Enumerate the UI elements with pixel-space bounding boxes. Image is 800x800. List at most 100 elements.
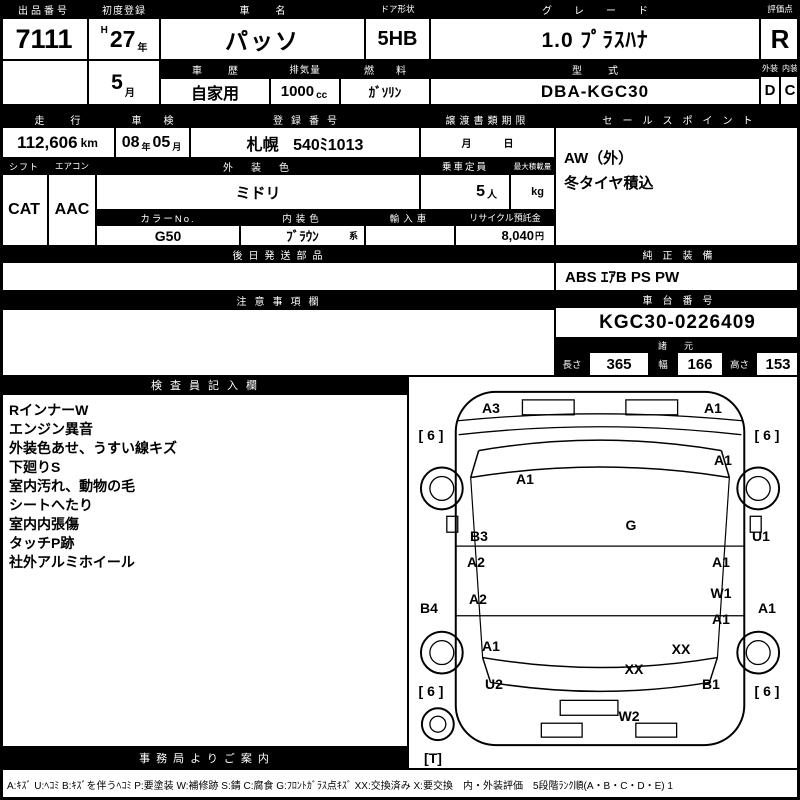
capacity-unit: 人 — [487, 190, 497, 201]
damage-code-label: XX — [624, 661, 644, 677]
inspector-note: エンジン異音 — [9, 421, 93, 437]
model-code-label: 型 式 — [430, 60, 760, 78]
exterior-color: ミドリ — [96, 174, 420, 210]
inspection-date: 08 年 05 月 — [115, 127, 190, 158]
model-code: DBA-KGC30 — [430, 78, 760, 105]
first-registration-year: H 27 年 — [88, 18, 160, 60]
car-diagram-svg — [419, 390, 781, 747]
interior-score: C — [780, 76, 800, 105]
inspector-note: タッチP跡 — [9, 535, 75, 551]
headlight-left-shape — [521, 399, 575, 416]
front-bumper-line — [457, 413, 743, 422]
first-registration-month: 5 月 — [88, 60, 160, 105]
caution-notes-value — [0, 309, 555, 376]
first-registration-month-value: 5 — [111, 70, 123, 94]
damage-code-label: A1 — [714, 452, 732, 468]
headlight-right-shape — [625, 399, 679, 416]
grade: 1.0 ﾌﾟﾗｽﾊﾅ — [430, 18, 760, 60]
damage-code-label: [ 6 ] — [418, 683, 444, 699]
wheel-rear-right-shape — [736, 630, 781, 675]
inspector-note: 室内内張傷 — [9, 516, 79, 532]
aircon: AAC — [48, 174, 96, 246]
sales-point-line: 冬タイヤ積込 — [564, 175, 654, 192]
damage-code-label: [ 6 ] — [754, 427, 780, 443]
c-pillar-left — [481, 657, 492, 683]
c-pillar-right — [708, 657, 719, 683]
damage-code-label: A2 — [467, 554, 485, 570]
interior-color: ﾌﾞﾗｳﾝ 系 — [240, 225, 365, 246]
dimensions-label: 諸 元 — [555, 338, 800, 352]
import-car-value — [365, 225, 455, 246]
rear-window-bottom-line — [490, 681, 710, 693]
recycle-deposit: 8,040 円 — [455, 225, 555, 246]
height-label: 高さ — [723, 352, 756, 376]
capacity-value: 5 — [476, 183, 485, 200]
capacity: 5 人 — [420, 174, 510, 210]
inspector-note: シートへたり — [9, 497, 93, 513]
inspector-note: 下廻りS — [9, 459, 61, 475]
interior-color-value: ﾌﾞﾗｳﾝ — [286, 229, 319, 244]
hood-line — [458, 426, 742, 436]
transfer-day-unit: 日 — [503, 139, 514, 150]
damage-code-label: A1 — [712, 611, 730, 627]
office-info-label: 事務局よりご案内 — [0, 747, 408, 769]
legend-text: A:ｷｽﾞ U:ﾍｺﾐ B:ｷｽﾞを伴うﾍｺﾐ P:要塗装 W:補修跡 S:錆 … — [0, 769, 800, 800]
spare-tire-inner — [429, 715, 447, 733]
interior-score-label: 内装 — [780, 60, 800, 76]
history-label: 車 歴 — [160, 60, 270, 78]
wheel-rear-left-shape — [419, 630, 464, 675]
damage-code-label: B4 — [420, 600, 438, 616]
inspection-month: 05 — [152, 133, 171, 151]
length-value: 365 — [589, 352, 649, 376]
a-pillar-right — [720, 450, 731, 478]
color-number-label: カラーNo. — [96, 210, 240, 225]
chassis-number-label: 車台番号 — [555, 291, 800, 307]
taillight-left-shape — [540, 722, 583, 738]
later-shipping-parts-value — [0, 262, 555, 291]
capacity-label: 乗車定員 — [420, 158, 510, 174]
inspection-year-unit: 年 — [141, 142, 151, 152]
windshield-top-line — [478, 439, 722, 452]
first-registration-year-value: 27 — [109, 25, 136, 52]
wheel-front-right-inner — [745, 475, 771, 502]
mirror-right-shape — [749, 515, 762, 533]
displacement-value: 1000 — [280, 83, 315, 100]
cabin-side-left — [470, 477, 484, 658]
inspector-note: 室内汚れ、動物の毛 — [9, 478, 136, 494]
first-registration-label: 初度登録 — [88, 0, 160, 18]
damage-code-label: [T] — [424, 750, 442, 766]
fuel-label: 燃 料 — [340, 60, 430, 78]
height-value: 153 — [756, 352, 800, 376]
shift: CAT — [0, 174, 48, 246]
exterior-score: D — [760, 76, 780, 105]
wheel-rear-right-inner — [745, 640, 771, 666]
recycle-amount: 8,040 — [501, 228, 534, 243]
fuel: ｶﾞｿﾘﾝ — [340, 78, 430, 105]
a-pillar-left — [469, 450, 480, 478]
inspector-notes-label: 検査員記入欄 — [0, 376, 408, 394]
cabin-side-right — [716, 477, 730, 658]
mileage-unit: km — [80, 135, 98, 150]
inspection-label: 車 検 — [115, 111, 190, 127]
history: 自家用 — [160, 78, 270, 105]
sales-point-label: セールスポイント — [555, 111, 800, 127]
shift-label: シフト — [0, 158, 48, 174]
displacement-unit: cc — [316, 90, 328, 101]
import-car-label: 輸入車 — [365, 210, 455, 225]
exterior-color-label: 外 装 色 — [96, 158, 420, 174]
overall-score: R — [760, 18, 800, 60]
damage-code-label: A1 — [516, 471, 534, 487]
damage-code-label: A1 — [712, 554, 730, 570]
sales-point-content: AW（外）冬タイヤ積込 — [555, 127, 800, 246]
damage-code-label: B1 — [702, 676, 720, 692]
door-shape: 5HB — [365, 18, 430, 60]
month-unit: 月 — [124, 88, 135, 99]
width-label: 幅 — [649, 352, 677, 376]
inspection-month-unit: 月 — [172, 142, 182, 152]
mirror-left-shape — [446, 515, 459, 533]
damage-code-label: A1 — [482, 638, 500, 654]
inspector-note: 社外アルミホイール — [9, 554, 135, 570]
